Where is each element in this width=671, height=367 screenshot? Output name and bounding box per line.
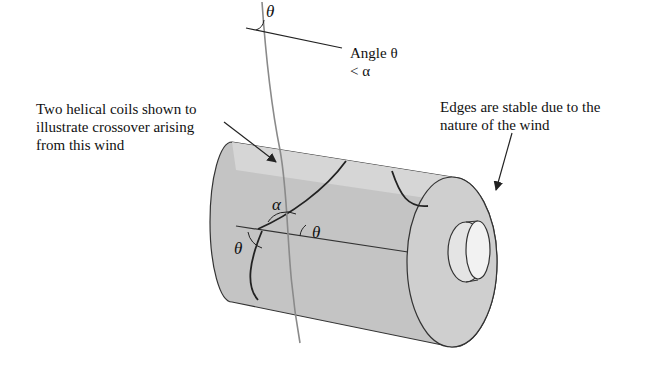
helical-coil-crossing [262,2,300,343]
package-body [210,142,497,347]
angle-note: Angle θ < α [350,44,398,80]
leader-arrow [496,133,512,190]
callout-note: Two helical coils shown to illustrate cr… [36,100,226,154]
angle-symbol: θ [266,3,274,21]
helical-coil [258,161,346,229]
surface-shade [232,142,452,200]
reference-line [236,226,408,252]
end-face [407,177,497,347]
angle-symbol: θ [234,240,242,258]
angle-arc [300,225,306,236]
angle-symbol: θ [312,224,320,242]
leader-arrow [224,122,276,162]
angle-symbol: α [272,196,281,214]
callout-note: Edges are stable due to the nature of th… [440,98,640,134]
angle-arc [248,232,262,248]
angle-arc [256,20,264,30]
angle-line [246,28,342,48]
helical-coil [392,171,428,206]
core-bore [466,221,490,279]
